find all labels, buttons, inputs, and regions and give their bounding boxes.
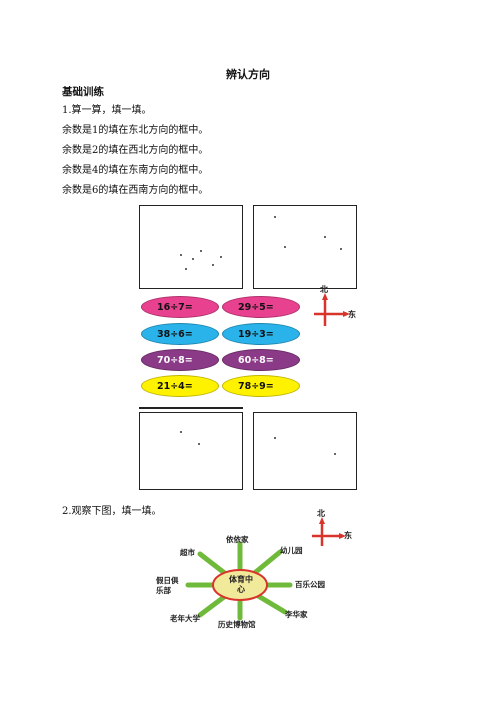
place-east: 百乐公园 xyxy=(295,580,325,589)
q1-prompt: 1.算一算，填一填。 xyxy=(62,105,152,116)
compass-east-label: 东 xyxy=(348,310,356,319)
q1-rule-1: 余数是1的填在东北方向的框中。 xyxy=(62,125,209,136)
q1-rule-2: 余数是2的填在西北方向的框中。 xyxy=(62,145,209,156)
southwest-answer-box[interactable] xyxy=(139,412,243,490)
q1-rule-4: 余数是6的填在西南方向的框中。 xyxy=(62,185,209,196)
q2-map: 体育中心 依依家 幼儿园 百乐公园 李华家 历史博物馆 老年大学 假日俱乐部 超… xyxy=(150,509,364,632)
q1-figure: 16÷7= 29÷5= 38÷6= 19÷3= 70÷8= 60÷8= 21÷4… xyxy=(136,202,362,410)
place-southwest: 老年大学 xyxy=(170,614,200,623)
compass-cross-icon xyxy=(314,293,350,326)
place-north: 依依家 xyxy=(226,535,249,544)
place-northeast: 幼儿园 xyxy=(280,546,303,555)
spoke-lines xyxy=(185,541,293,621)
oval-expression: 21÷4= xyxy=(141,375,219,397)
q2-prompt: 2.观察下图，填一填。 xyxy=(62,506,162,517)
place-west: 假日俱乐部 xyxy=(156,576,179,595)
northwest-answer-box[interactable] xyxy=(139,205,243,289)
oval-expression: 78÷9= xyxy=(222,375,300,397)
oval-expression: 38÷6= xyxy=(141,323,219,345)
northeast-answer-box[interactable] xyxy=(253,205,357,289)
place-southeast: 李华家 xyxy=(285,610,308,619)
compass-rose: 北 东 xyxy=(312,285,362,328)
oval-expression: 60÷8= xyxy=(222,349,300,371)
compass-east-label: 东 xyxy=(344,531,352,540)
place-northwest: 超市 xyxy=(180,548,195,557)
q1-rule-3: 余数是4的填在东南方向的框中。 xyxy=(62,165,209,176)
oval-expression: 19÷3= xyxy=(222,323,300,345)
place-south: 历史博物馆 xyxy=(218,620,256,629)
compass-cross-icon xyxy=(312,517,346,546)
page-title: 辨认方向 xyxy=(226,68,270,81)
compass-rose-2: 北 东 xyxy=(310,509,364,548)
compass-north-label: 北 xyxy=(320,285,328,294)
oval-expression: 29÷5= xyxy=(222,296,300,318)
compass-north-label: 北 xyxy=(317,509,325,518)
section-heading: 基础训练 xyxy=(62,86,104,98)
oval-expression: 70÷8= xyxy=(141,349,219,371)
oval-expression: 16÷7= xyxy=(141,296,219,318)
center-label: 体育中心 xyxy=(229,575,253,594)
southeast-answer-box[interactable] xyxy=(253,412,357,490)
